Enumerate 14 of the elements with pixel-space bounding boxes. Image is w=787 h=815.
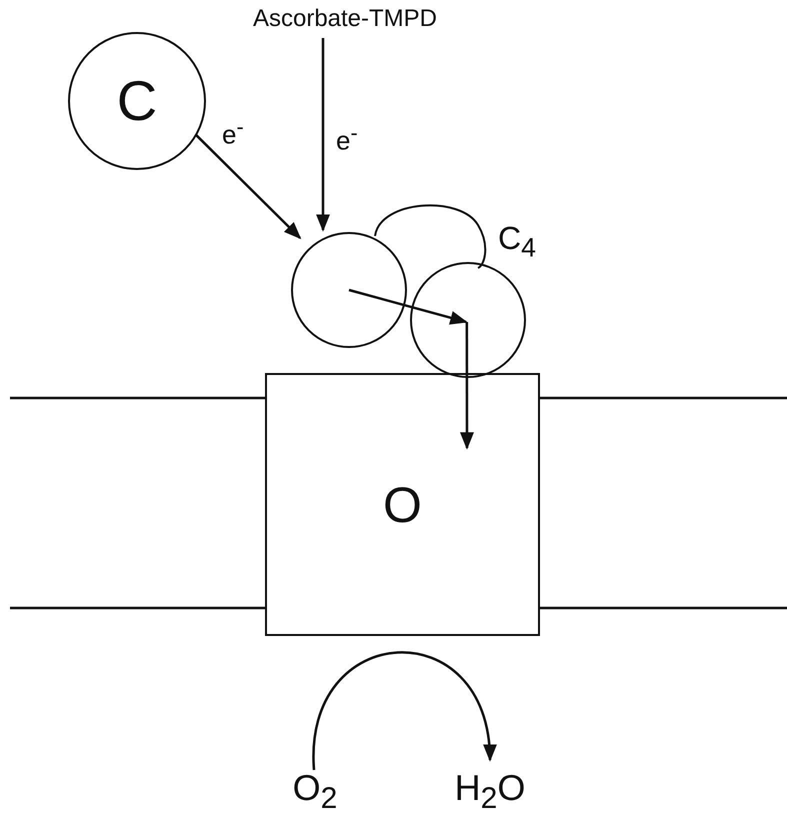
protein-circle	[291, 232, 407, 348]
complex-label: C$_{4}$	[498, 222, 536, 262]
text-label: Ascorbate-TMPD	[245, 2, 445, 36]
arrow	[195, 134, 302, 240]
protein-label: O	[383, 480, 422, 530]
arrow	[312, 651, 496, 770]
protein-circle	[410, 262, 526, 378]
text-label: O$_{2}$	[280, 772, 350, 812]
arrow	[460, 322, 474, 450]
arrow	[316, 38, 330, 232]
text-label: H$_{2}$O	[440, 772, 540, 812]
protein-circle	[68, 32, 206, 170]
protein-label: C	[116, 73, 158, 129]
protein-box	[265, 373, 540, 636]
